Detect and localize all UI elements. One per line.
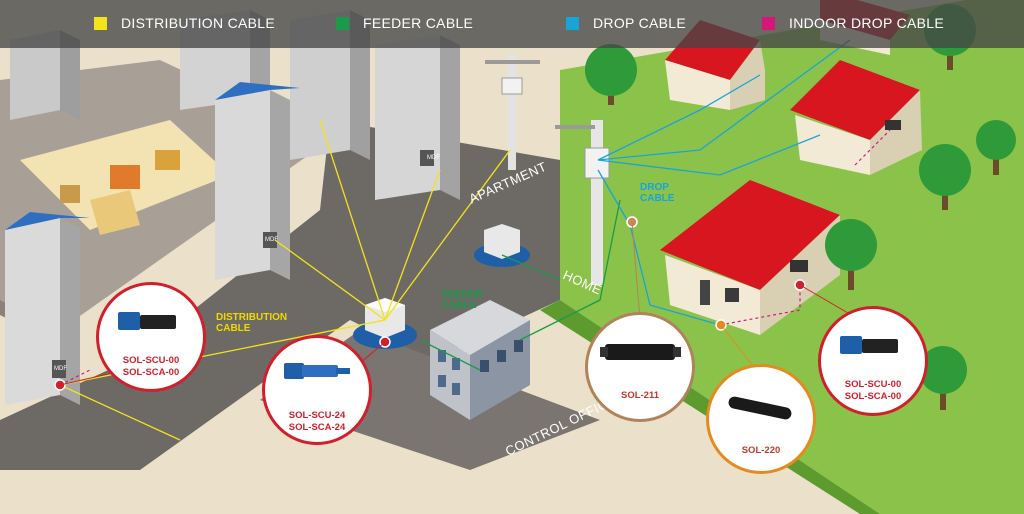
apartment-building xyxy=(10,30,80,120)
legend-item-distribution: DISTRIBUTION CABLE xyxy=(94,15,275,31)
legend-label: INDOOR DROP CABLE xyxy=(789,15,944,31)
mdf-tag: MDF xyxy=(427,155,440,161)
drop-cable xyxy=(597,39,851,326)
apartment-building xyxy=(5,212,90,405)
legend-item-drop: DROP CABLE xyxy=(566,15,686,31)
house xyxy=(790,60,922,175)
legend-swatch xyxy=(566,16,579,30)
tree xyxy=(825,219,877,290)
product-callout: SOL-SCU-00 SOL-SCA-00 xyxy=(96,282,206,392)
product-callout: SOL-211 xyxy=(585,312,695,422)
legend-label: DROP CABLE xyxy=(593,15,686,31)
product-callout: SOL-SCU-24 SOL-SCA-24 xyxy=(262,335,372,445)
callout-label-2: SOL-SCA-00 xyxy=(844,391,902,402)
indoor-drop-cable xyxy=(59,129,891,386)
legend-item-indoor-drop: INDOOR DROP CABLE xyxy=(762,15,944,31)
legend-swatch xyxy=(94,16,107,30)
legend-bar: DISTRIBUTION CABLE FEEDER CABLE DROP CAB… xyxy=(0,0,1024,48)
tree xyxy=(976,120,1016,175)
legend-label: DISTRIBUTION CABLE xyxy=(121,15,275,31)
adapter-icon xyxy=(600,344,681,360)
distribution-cable-label: DISTRIBUTION CABLE xyxy=(216,312,288,334)
feeder-cable-label: FEEDER CABLE xyxy=(442,289,483,311)
callout-label-1: SOL-211 xyxy=(620,390,660,401)
product-callout: SOL-220 xyxy=(706,364,816,474)
callout-label-1: SOL-SCU-00 xyxy=(122,355,180,366)
mdf-tag: MDF xyxy=(265,237,278,243)
callout-label-1: SOL-SCU-00 xyxy=(844,379,902,390)
house xyxy=(660,180,840,335)
utility-pole xyxy=(485,55,540,170)
legend-swatch xyxy=(762,16,775,30)
sc-connector-icon xyxy=(118,312,176,330)
sc-connector-icon xyxy=(840,336,898,354)
legend-label: FEEDER CABLE xyxy=(363,15,474,31)
callout-label-1: SOL-220 xyxy=(741,445,781,456)
apartment-building xyxy=(215,82,300,280)
utility-pole xyxy=(555,120,610,285)
tree xyxy=(919,144,971,210)
drop-cable-label: DROP CABLE xyxy=(640,182,675,204)
legend-item-feeder: FEEDER CABLE xyxy=(336,15,473,31)
feeder-cable xyxy=(419,199,621,371)
product-callout: SOL-SCU-00 SOL-SCA-00 xyxy=(818,306,928,416)
tree xyxy=(919,346,967,410)
callout-label-1: SOL-SCU-24 xyxy=(288,410,346,421)
control-office-building xyxy=(430,300,530,420)
legend-swatch xyxy=(336,16,349,30)
splice-protector-icon xyxy=(728,396,792,420)
tree xyxy=(585,44,637,105)
callout-label-2: SOL-SCA-24 xyxy=(288,422,346,433)
sc-connector-icon xyxy=(284,363,350,379)
apartment-building xyxy=(375,35,460,200)
mdf-tag: MDF xyxy=(54,366,67,372)
callout-label-2: SOL-SCA-00 xyxy=(122,367,180,378)
